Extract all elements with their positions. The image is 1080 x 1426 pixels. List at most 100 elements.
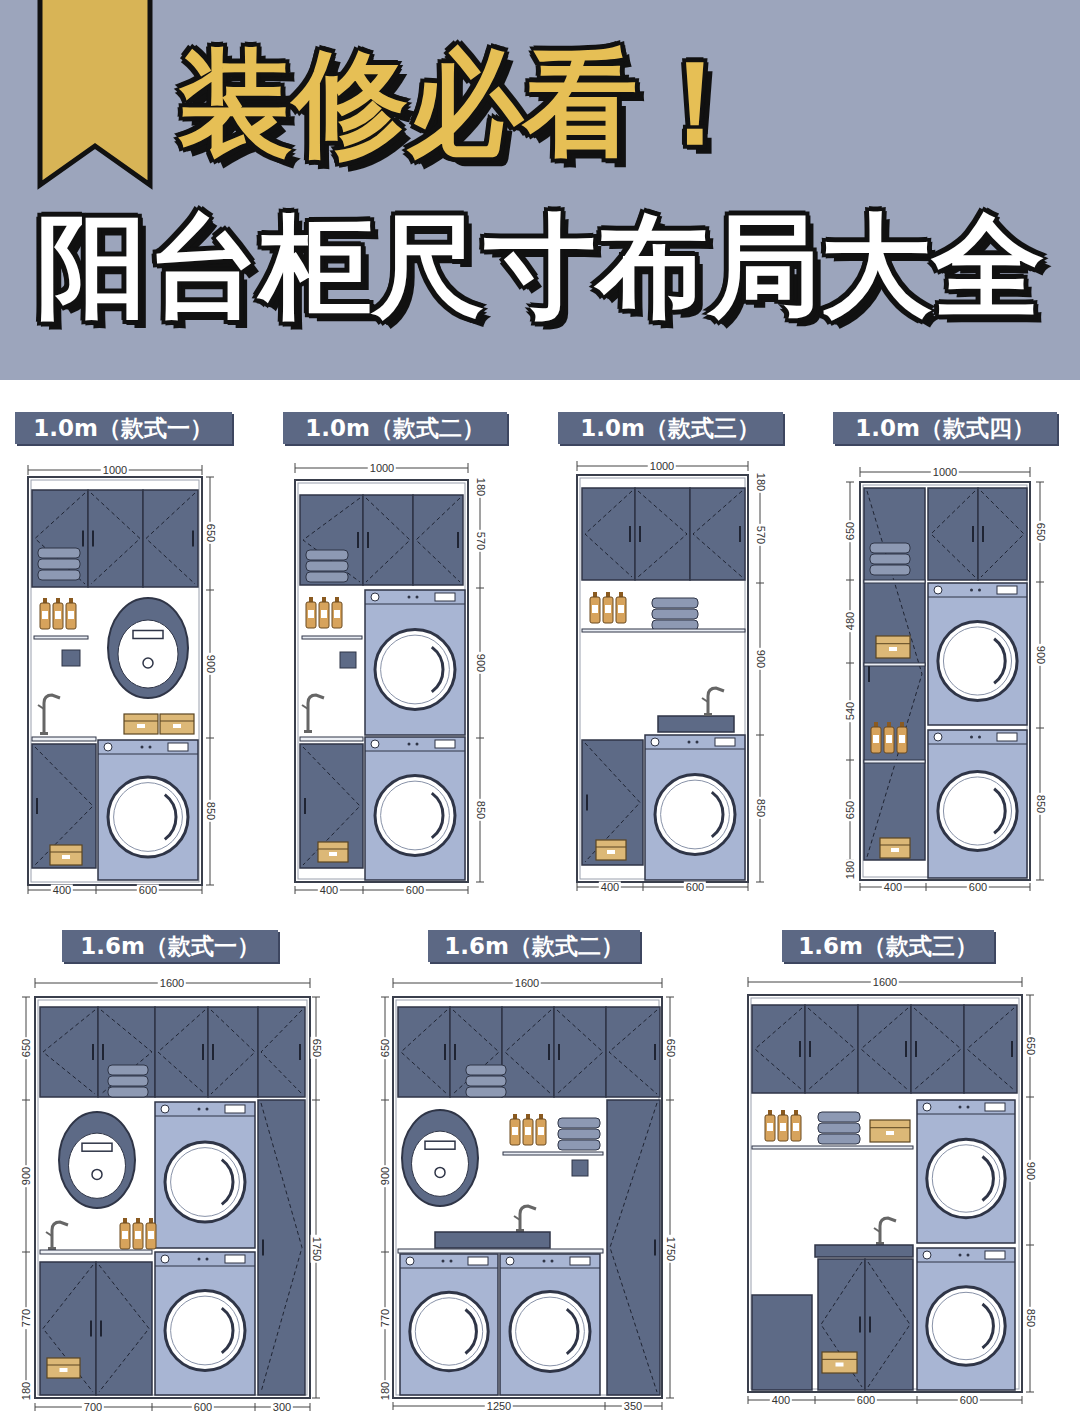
faucet-handle xyxy=(46,1232,52,1236)
box-lid-line xyxy=(50,852,82,853)
folded-towel xyxy=(466,1076,506,1086)
cabinet-door xyxy=(858,1005,911,1093)
dimension-label: 650 xyxy=(311,1037,322,1059)
dimension-tick xyxy=(815,1396,816,1404)
heater-face xyxy=(118,620,178,688)
washer-door-shine xyxy=(994,639,1005,683)
door-handle xyxy=(982,526,984,542)
folded-towel xyxy=(818,1112,860,1122)
dimension-label: 650 xyxy=(1035,521,1046,543)
storage-box xyxy=(50,845,82,865)
folded-towel xyxy=(38,559,80,569)
washing-machine xyxy=(500,1254,600,1395)
washer-display xyxy=(715,738,735,746)
cabinet-frame-inner xyxy=(580,478,745,879)
door-handle xyxy=(654,1044,656,1060)
faucet xyxy=(520,1206,536,1232)
detergent-bottle xyxy=(603,597,613,623)
cabinet-door xyxy=(502,1007,554,1097)
dimension-label: 600 xyxy=(137,885,159,896)
dimension-tick xyxy=(476,588,484,589)
dimension-tick xyxy=(666,1100,674,1101)
washer-button xyxy=(206,1108,209,1111)
cabinet-door xyxy=(582,740,643,865)
bottle-label xyxy=(538,1127,544,1135)
storage-box xyxy=(47,1358,80,1378)
dimension-label: 700 xyxy=(82,1402,104,1413)
storage-box xyxy=(876,636,910,658)
storage-box xyxy=(870,1120,910,1142)
cabinet-door xyxy=(155,1007,208,1097)
dimension-label: 650 xyxy=(380,1037,391,1059)
detergent-bottle xyxy=(510,1119,520,1145)
washer-knob xyxy=(161,1255,169,1263)
washer-door-glass xyxy=(381,635,450,704)
door-swing-line xyxy=(303,498,360,582)
cabinet-frame-inner xyxy=(38,1000,307,1395)
washer-knob xyxy=(934,586,942,594)
cabinet-frame xyxy=(393,997,662,1398)
door-swing-line xyxy=(585,743,640,862)
folded-towel xyxy=(108,1076,148,1086)
washer-display xyxy=(468,1257,488,1265)
door-handle xyxy=(202,1044,204,1060)
dimension-tick xyxy=(1026,1392,1034,1393)
dimension-tick xyxy=(28,465,29,475)
dimension-tick xyxy=(202,465,203,475)
faucet-handle xyxy=(702,698,708,702)
dimension-tick xyxy=(255,1403,256,1411)
washer-door xyxy=(375,630,455,710)
door-handle xyxy=(972,526,974,542)
dimension-label: 1750 xyxy=(665,1235,676,1263)
sink-basin xyxy=(815,1245,913,1257)
dimension-label: 900 xyxy=(755,648,766,670)
dimension-tick xyxy=(295,886,296,894)
dimension-label: 850 xyxy=(205,800,216,822)
cabinet-door xyxy=(690,488,745,580)
dimension-tick xyxy=(206,590,214,591)
dimension-tick xyxy=(22,997,30,998)
door-handle xyxy=(457,532,459,548)
washer-display xyxy=(168,743,188,751)
dimension-tick xyxy=(295,463,296,473)
bottle-cap xyxy=(136,1218,140,1223)
washer-display xyxy=(985,1103,1005,1111)
cabinet-door xyxy=(818,1259,865,1390)
dimension-tick xyxy=(860,883,861,891)
style-band: 1.0m（款式二） xyxy=(283,412,507,444)
dimension-label: 900 xyxy=(21,1165,32,1187)
cabinet-frame-inner xyxy=(863,485,1027,877)
shelf-board xyxy=(503,1152,603,1155)
door-swing-line xyxy=(755,1008,802,1090)
door-swing-line xyxy=(610,1103,657,1392)
dimension-tick xyxy=(28,886,29,894)
page-title: 阳台柜尺寸布局大全 xyxy=(36,205,1044,328)
bottle-label xyxy=(42,611,48,619)
cabinet-frame xyxy=(748,995,1022,1392)
box-tag xyxy=(607,850,615,854)
washer-knob xyxy=(104,743,112,751)
countertop xyxy=(32,737,96,741)
door-swing-line xyxy=(967,1008,1014,1090)
door-swing-line xyxy=(931,491,975,577)
heater-knob xyxy=(435,1167,445,1177)
cabinet-door xyxy=(978,488,1027,580)
washing-machine xyxy=(917,1100,1015,1243)
washing-machine xyxy=(928,730,1027,878)
washer-door-shine xyxy=(712,792,723,837)
dimension-label: 400 xyxy=(51,885,73,896)
cabinet-door xyxy=(928,488,978,580)
box-lid-line xyxy=(160,721,194,722)
washer-door xyxy=(108,777,188,857)
bottle-cap xyxy=(43,598,47,603)
detergent-bottle xyxy=(590,597,600,623)
door-swing-line xyxy=(261,1103,302,1392)
dimension-label: 900 xyxy=(205,653,216,675)
washer-button xyxy=(416,743,419,746)
folded-towel xyxy=(558,1140,600,1150)
washer-door-shine xyxy=(222,1160,233,1205)
dimension-tick xyxy=(1036,880,1044,881)
cabinet-door xyxy=(32,490,88,587)
heater-display xyxy=(133,631,163,639)
folded-towel xyxy=(870,565,910,575)
